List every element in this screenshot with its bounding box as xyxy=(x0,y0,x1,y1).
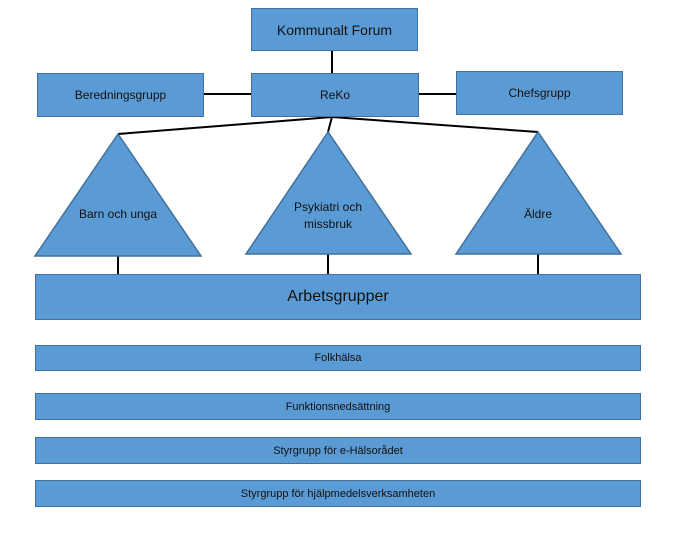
bar-folkhalsa: Folkhälsa xyxy=(35,345,641,371)
triangle-psykiatri xyxy=(244,130,413,255)
line-reko-tri3 xyxy=(331,116,539,133)
line-reko-tri1 xyxy=(117,116,333,135)
triangle-label-2-line-1: Psykiatri och xyxy=(294,200,362,214)
triangle-barn-och-unga xyxy=(33,132,203,257)
bar-funktionsnedsattning: Funktionsnedsättning xyxy=(35,393,641,420)
triangle-label-3-line-1: Äldre xyxy=(524,207,552,221)
triangle-label-2-line-2: missbruk xyxy=(304,217,353,231)
bar-styrgrupp-ehalsoradet: Styrgrupp för e-Hälsorådet xyxy=(35,437,641,464)
node-kommunalt-forum: Kommunalt Forum xyxy=(251,8,418,51)
bar-arbetsgrupper: Arbetsgrupper xyxy=(35,274,641,320)
node-chefsgrupp: Chefsgrupp xyxy=(456,71,623,115)
triangle-label-1-line-1: Barn och unga xyxy=(79,207,157,221)
bar-styrgrupp-hjalpmedel: Styrgrupp för hjälpmedelsverksamheten xyxy=(35,480,641,507)
line-reko-tri2 xyxy=(327,116,333,133)
node-reko: ReKo xyxy=(251,73,419,117)
triangle-aldre xyxy=(454,130,623,255)
node-beredningsgrupp: Beredningsgrupp xyxy=(37,73,204,117)
